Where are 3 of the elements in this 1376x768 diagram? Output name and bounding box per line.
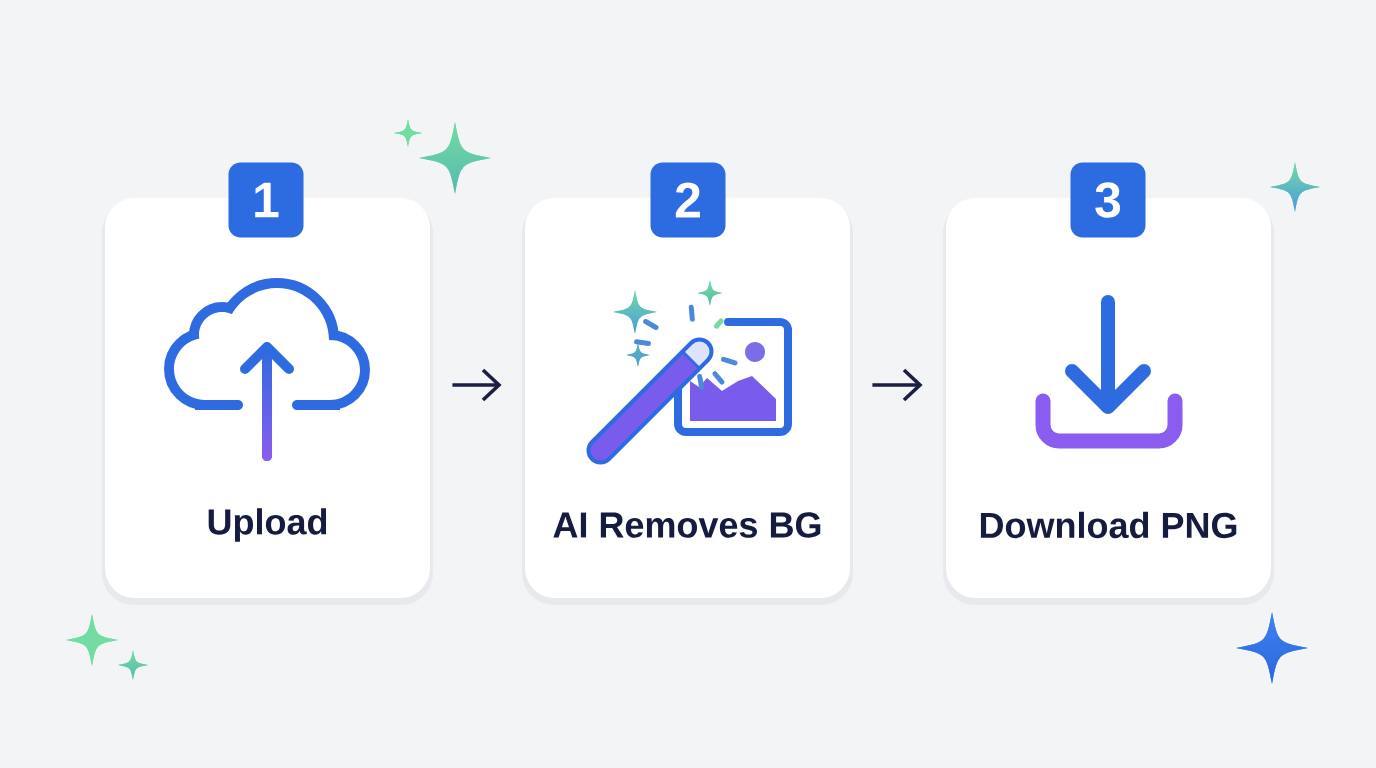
number-badge: 3 (1070, 162, 1146, 238)
number-badge: 1 (228, 162, 304, 238)
number-badge: 2 (650, 162, 726, 238)
